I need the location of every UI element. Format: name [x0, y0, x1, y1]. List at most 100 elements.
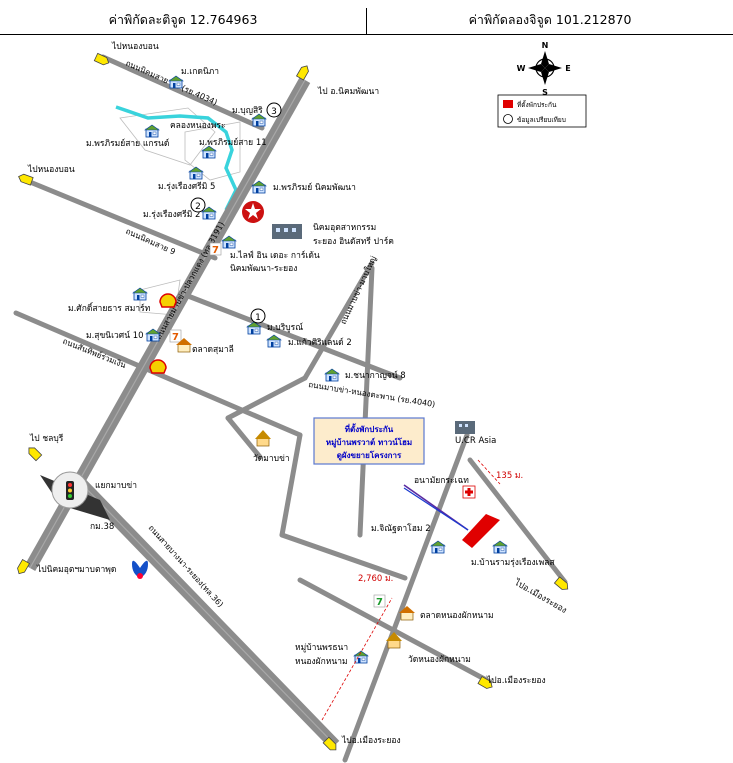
village-icon	[251, 180, 267, 194]
svg-text:ดูผังขยายโครงการ: ดูผังขยายโครงการ	[337, 450, 402, 461]
label-phonthana-1: หมู่บ้านพรธนา	[295, 642, 348, 653]
project-callout: ที่ตั้งพักประกัน หมู่บ้านพรวาต์ ทาวน์โฮม…	[313, 417, 425, 465]
to-mueang-rayong-label-2: ไปอ.เมืองระยอง	[486, 675, 546, 686]
legend-project-swatch	[503, 100, 513, 108]
to-nong-bon-top-label: ไปหนองบอน	[111, 41, 159, 52]
header-rule	[0, 34, 733, 35]
label-chinrat: ม.จิณัฐดาโฮม 2	[371, 523, 431, 534]
legend-compare-label: ข้อมูลเปรียบเทียบ	[517, 116, 566, 124]
minor-roads	[13, 54, 568, 763]
compass-n: N	[542, 41, 549, 50]
hospital-cross-icon	[462, 485, 476, 499]
label-bunsiri: ม.บุญสิริ	[232, 106, 263, 116]
label-ucr-asia: U.CR Asia	[455, 436, 496, 446]
to-mueang-rayong-label-3: ไปอ.เมืองระยอง	[341, 735, 401, 746]
label-kaewsiri: ม.แก้วศิริแลนด์ 2	[288, 337, 352, 348]
svg-text:ที่ตั้งพักประกัน: ที่ตั้งพักประกัน	[345, 423, 394, 434]
svg-text:3: 3	[271, 107, 277, 117]
header-divider	[366, 8, 367, 34]
compass-e: E	[565, 64, 570, 73]
market-icon	[176, 338, 192, 353]
village-icon	[188, 166, 204, 180]
marker-1: 1	[250, 308, 266, 324]
label-rungrueangsri-5: ม.รุ่งเรืองศรีมิ 5	[158, 181, 215, 192]
to-map-ta-phut-label: ไปนิคมอุตฯมาบตาพุด	[36, 564, 116, 575]
seven-eleven-icon: 7	[209, 242, 222, 256]
shell-icon	[159, 293, 177, 308]
legend-project-label: ที่ตั้งพักประกัน	[517, 100, 557, 109]
label-km-38: กม.38	[90, 522, 114, 532]
temple-icon	[255, 430, 271, 447]
arrow-sign-icon	[25, 444, 43, 462]
label-sukhumvit-10: ม.สุขนิเวศน์ 10	[86, 330, 144, 341]
label-industrial-1: นิคมอุตสาหกรรม	[313, 223, 376, 233]
svg-text:หมู่บ้านพรวาต์ ทาวน์โฮม: หมู่บ้านพรวาต์ ทาวน์โฮม	[326, 437, 412, 448]
temple-icon	[386, 632, 402, 649]
label-industrial-2: ระยอง อินดัสทรี ปาร์ค	[313, 236, 394, 247]
village-icon	[132, 287, 148, 301]
label-kesanipha: ม.เกดนิภา	[181, 67, 219, 77]
label-chanakanchana: ม.ชนากาญจน์ 8	[345, 370, 406, 381]
label-health-center: อนามัยกระเฉท	[414, 476, 469, 486]
to-nong-bon-mid-label: ไปหนองบอน	[27, 164, 75, 175]
arrow-sign-icon	[93, 52, 111, 67]
project-site-marker	[462, 514, 500, 548]
market-icon	[399, 606, 415, 621]
svg-text:2: 2	[195, 202, 201, 212]
compass-rose: N S W E	[517, 41, 571, 97]
to-chonburi-label: ไป ชลบุรี	[29, 433, 64, 444]
label-wat-map-kha: วัดมาบข่า	[253, 454, 290, 464]
label-boriboon: ม.บริบูรณ์	[267, 322, 303, 333]
arrow-sign-icon	[15, 559, 30, 577]
khlong-nong-pra-canal	[115, 105, 238, 211]
label-khlong-nong-pra: คลองหนองพระ	[170, 121, 226, 131]
longitude-label: ค่าพิกัดลองจิจูด 101.212870	[468, 12, 632, 27]
village-icon	[266, 334, 282, 348]
label-sakdisuwan: ม.ศักดิ์สายธาร สมาร์ท	[68, 302, 151, 314]
village-icon	[430, 540, 446, 554]
village-icon	[221, 235, 237, 249]
distance-135: 135 ม.	[496, 471, 523, 481]
svg-text:1: 1	[255, 313, 261, 323]
compass-w: W	[517, 64, 526, 73]
arrow-sign-icon	[554, 576, 571, 593]
label-life-in-garden-1: ม.ไลฟ์ อิน เดอะ การ์เด้น	[230, 250, 320, 261]
village-icon	[144, 124, 160, 138]
coordinate-header: ค่าพิกัดละติจูด 12.764963 ค่าพิกัดลองจิจ…	[0, 0, 733, 36]
label-phonthana-2: หนองผักหนาม	[295, 657, 348, 667]
road-label-4040: ถนนมาบข่า-หนองตะพาน (รย.4040)	[308, 380, 436, 409]
label-talat-nong-phak: ตลาดหนองผักหนาม	[420, 611, 494, 621]
label-banram: ม.บ้านรามรุ่งเรืองเพลส	[471, 557, 555, 568]
svg-text:7: 7	[376, 597, 383, 608]
arrow-sign-icon	[296, 63, 311, 81]
caltex-icon	[242, 201, 264, 223]
seven-eleven-icon: 7	[169, 329, 182, 343]
label-wat-nong-phak: วัดหนองผักหนาม	[408, 655, 471, 665]
village-icon	[492, 540, 508, 554]
svg-text:7: 7	[172, 332, 179, 343]
marker-2: 2	[190, 197, 206, 213]
compass-s: S	[542, 88, 548, 97]
map-legend: ที่ตั้งพักประกัน ข้อมูลเปรียบเทียบ	[497, 94, 587, 128]
label-talat-sumali: ตลาดสุมาลี	[192, 344, 234, 355]
distance-line-135	[477, 459, 501, 485]
shell-icon	[149, 359, 167, 374]
label-phonphirom-11: ม.พรภิรมย์สาย 11	[199, 137, 267, 148]
office-building-icon	[455, 421, 475, 434]
ptt-icon	[132, 560, 148, 579]
label-phonphirom-saen: ม.พรภิรมย์สาย แกรนด์	[86, 138, 169, 149]
village-icon	[324, 368, 340, 382]
label-rungrueangsri-2: ม.รุ่งเรืองศรีมิ 2	[143, 209, 200, 220]
label-map-kha-junction: แยกมาบข่า	[95, 481, 137, 491]
distance-2760: 2,760 ม.	[358, 574, 393, 584]
label-phonphirom-nikhom: ม.พรภิรมย์ นิคมพัฒนา	[273, 182, 356, 193]
distance-line-2760	[321, 597, 393, 721]
legend-compare-swatch	[503, 114, 513, 124]
latitude-label: ค่าพิกัดละติจูด 12.764963	[108, 12, 258, 27]
svg-text:7: 7	[212, 245, 219, 256]
seven-eleven-icon: 7	[373, 594, 386, 608]
marker-3: 3	[266, 102, 282, 118]
label-life-in-garden-2: นิคมพัฒนา-ระยอง	[230, 264, 297, 274]
to-nikhom-phatthana-label: ไป อ.นิคมพัฒนา	[317, 86, 379, 97]
